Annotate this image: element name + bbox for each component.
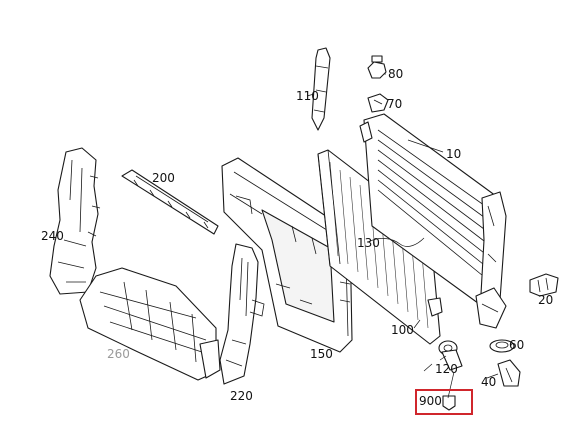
callout-200: 200 xyxy=(152,171,175,185)
callout-40: 40 xyxy=(481,375,497,389)
part-40-sensor xyxy=(497,359,521,387)
callout-100: 100 xyxy=(391,323,414,337)
part-80-clip xyxy=(367,55,387,79)
callout-80: 80 xyxy=(388,67,404,81)
callout-120: 120 xyxy=(435,362,458,376)
callout-900: 900 xyxy=(419,394,442,408)
callout-110: 110 xyxy=(296,89,319,103)
part-200-upper-bracket xyxy=(121,169,219,235)
leader-lines xyxy=(306,73,499,399)
part-260-lower-air-guide xyxy=(79,267,221,381)
part-60-seal xyxy=(489,339,515,353)
part-20-bracket xyxy=(529,273,559,297)
part-10-radiator xyxy=(359,113,507,329)
part-70-mount xyxy=(367,93,389,113)
callout-220: 220 xyxy=(230,389,253,403)
callout-260: 260 xyxy=(107,347,130,361)
callout-150: 150 xyxy=(310,347,333,361)
part-900-small-part xyxy=(442,395,456,411)
callout-20: 20 xyxy=(538,293,554,307)
callout-240: 240 xyxy=(41,229,64,243)
callout-70: 70 xyxy=(387,97,403,111)
part-240-side-air-duct xyxy=(49,147,101,295)
callout-10: 10 xyxy=(446,147,462,161)
part-220-side-bracket xyxy=(219,243,265,385)
part-110-cap-tube xyxy=(311,47,331,131)
highlight-box xyxy=(415,389,473,415)
part-120-drain-plug xyxy=(438,340,463,371)
callout-60: 60 xyxy=(509,338,525,352)
callout-130: 130 xyxy=(357,236,380,250)
